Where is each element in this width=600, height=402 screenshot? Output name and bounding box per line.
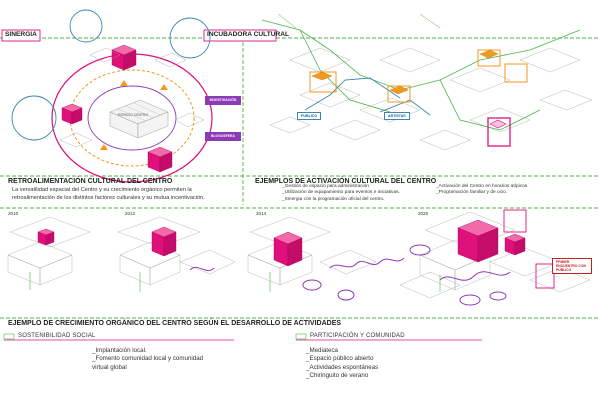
- ejemplos-line-r1: _Activación del Centro en horarios atípi…: [436, 184, 529, 189]
- section-incubadora: INCUBADORA CULTURAL: [207, 31, 290, 38]
- bottom-title-sostenibilidad: SOSTENIBILIDAD SOCIAL: [18, 333, 96, 339]
- ring-label-investigacion: INVESTIGACIÓN: [209, 98, 237, 102]
- tag-primer-encuentro: PRIMER ENCUENTRO CON PÚBLICO: [552, 258, 592, 274]
- ejemplos-line-r2: _Programación familiar y de ocio.: [436, 190, 508, 196]
- ring-label-blogosfera: BLOGOSFERA: [211, 134, 235, 138]
- retro-line-1: La versatilidad espacial del Centro y su…: [12, 187, 192, 193]
- ejemplos-line-1: _Gestión de espacio para administración: [282, 184, 369, 189]
- part-item-1: _Mediateca: [306, 347, 338, 354]
- bottom-list-participacion: _Mediateca _Espacio público abierto _Act…: [306, 347, 378, 380]
- year-2014: 2014: [256, 211, 267, 216]
- sinergia-tag-box: [1, 29, 41, 42]
- bottom-list-sostenibilidad: _Implantación local. _Fomento comunidad …: [92, 347, 203, 372]
- section-sinergia: SINERGIA: [5, 31, 37, 38]
- retro-text: La versatilidad espacial del Centro y su…: [12, 187, 205, 202]
- sost-item-1: _Implantación local.: [92, 347, 147, 354]
- bottom-title-participacion: PARTICIPACIÓN Y COMUNIDAD: [310, 333, 405, 339]
- sost-item-3: virtual global: [92, 363, 127, 371]
- sost-item-2: _Fomento comunidad local y comunidad: [92, 355, 204, 363]
- section-ejemplos: EJEMPLOS DE ACTIVACIÓN CULTURAL DEL CENT…: [255, 178, 437, 185]
- sinergia-diagram: [11, 9, 241, 183]
- retro-line-2: retroalimentación de los distintos facto…: [12, 194, 205, 201]
- year-2012: 2012: [125, 211, 136, 216]
- part-item-2: _Espacio público abierto: [306, 355, 374, 363]
- part-item-3: _Actividades espontáneas: [306, 363, 379, 371]
- ejemplos-right-text: _Activación del Centro en horarios atípi…: [436, 184, 529, 197]
- growth-diagrams: [7, 209, 591, 306]
- ejemplos-line-3: _Sinergia con la programación oficial de…: [282, 196, 385, 202]
- section-crecimiento: EJEMPLO DE CRECIMIENTO ORGÁNICO DEL CENT…: [8, 320, 342, 327]
- incubadora-diagram: [261, 13, 593, 151]
- year-2010: 2010: [8, 211, 19, 216]
- incubadora-tag-box: [203, 29, 277, 42]
- ejemplos-line-2: _Utilización de equipamiento para evento…: [282, 190, 400, 196]
- tag-artistas: ARTISTAS: [384, 112, 410, 120]
- ring-label-centro: ESPACIO CENTRO: [118, 113, 149, 117]
- section-retroalimentacion: RETROALIMENTACIÓN CULTURAL DEL CENTRO: [8, 178, 173, 185]
- year-2020: 2020: [418, 211, 429, 216]
- tag-publico: PÚBLICO: [297, 112, 322, 120]
- ejemplos-left-text: _Gestión de espacio para administración …: [282, 184, 400, 203]
- part-item-4: _Chiringuito de verano: [306, 372, 369, 380]
